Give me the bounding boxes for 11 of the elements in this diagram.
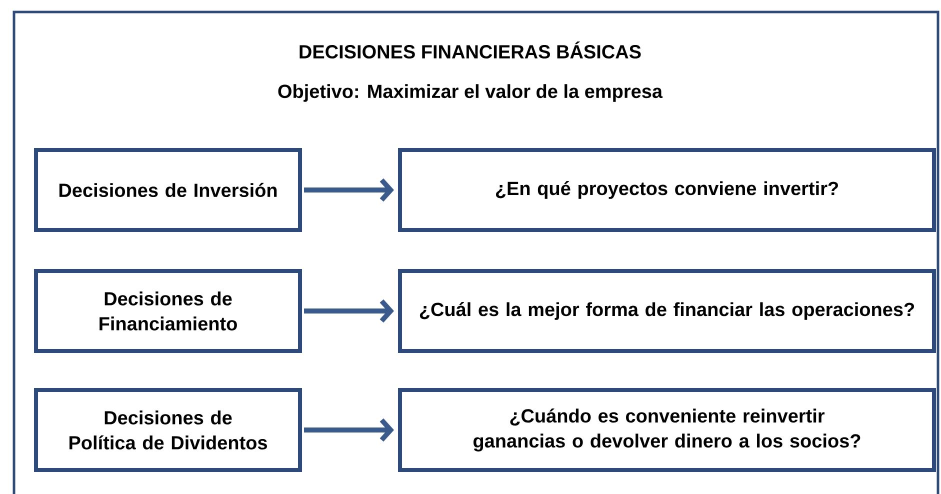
title: DECISIONES FINANCIERAS BÁSICAS — [300, 41, 641, 58]
text-box: Decisiones de Financiamiento — [34, 269, 302, 353]
text-box: Decisiones de Política de Dividentos — [34, 388, 302, 472]
arrow — [304, 418, 394, 442]
text-box: ¿Cuál es la mejor forma de financiar las operaciones? — [398, 269, 936, 353]
arrow — [304, 299, 394, 323]
subtitle: Objetivo: Maximizar el valor de la empresa — [278, 84, 663, 102]
text-box: ¿En qué proyectos conviene invertir? — [398, 148, 936, 232]
text-box: ¿Cuándo es conveniente reinvertir ganancias o devolver dinero a los socios? — [398, 388, 936, 472]
text-box: Decisiones de Inversión — [34, 148, 302, 232]
arrow — [304, 178, 394, 202]
